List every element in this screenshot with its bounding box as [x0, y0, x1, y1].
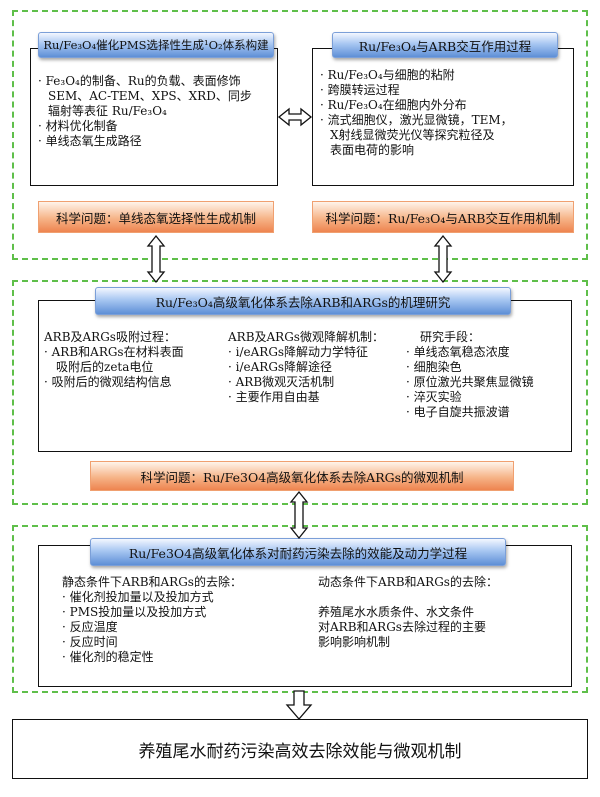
- section2-title: Ru/Fe₃O₄高级氧化体系去除ARB和ARGs的机理研究: [95, 287, 511, 315]
- col2-item-2: · i/eARGs降解途径: [228, 360, 333, 374]
- s3-left-item-5: · 催化剂的稳定性: [62, 650, 154, 664]
- final-title: 养殖尾水耐药污染高效去除效能与微观机制: [12, 719, 588, 779]
- s3-left-item-3: · 反应温度: [62, 620, 118, 634]
- col1-heading: ARB及ARGs吸附过程：: [44, 330, 176, 344]
- double-arrow-horizontal: [277, 107, 313, 127]
- section2-question: 科学问题：Ru/Fe3O4高级氧化体系去除ARGs的微观机制: [90, 461, 514, 491]
- section2-col2: ARB及ARGs微观降解机制： · i/eARGs降解动力学特征 · i/eAR…: [228, 330, 384, 405]
- right-item-3: · Ru/Fe₃O₄在细胞内外分布: [320, 98, 467, 112]
- section1-left-title: Ru/Fe₃O₄催化PMS选择性生成¹O₂体系构建: [38, 32, 274, 58]
- s3-left-heading: 静态条件下ARB和ARGs的去除：: [62, 575, 242, 589]
- left-item-3: 辐射等表征 Ru/Fe₃O₄: [48, 104, 167, 118]
- col2-item-4: · 主要作用自由基: [228, 390, 320, 404]
- s3-right-line-2: 对ARB和ARGs去除过程的主要: [318, 620, 486, 634]
- section3-box: [38, 545, 572, 687]
- left-item-4: · 材料优化制备: [38, 119, 118, 133]
- col3-item-1: · 单线态氧稳态浓度: [406, 345, 510, 359]
- s3-left-item-1: · 催化剂投加量以及投加方式: [62, 590, 214, 604]
- col1-item-3: · 吸附后的微观结构信息: [44, 375, 172, 389]
- col2-heading: ARB及ARGs微观降解机制：: [228, 330, 384, 344]
- right-item-2: · 跨膜转运过程: [320, 83, 400, 97]
- section2-box: [38, 300, 572, 452]
- down-arrow-final: [285, 690, 313, 720]
- s3-right-heading: 动态条件下ARB和ARGs的去除：: [318, 575, 498, 589]
- section3-left: 静态条件下ARB和ARGs的去除： · 催化剂投加量以及投加方式 · PMS投加…: [62, 575, 242, 665]
- section3-right: 动态条件下ARB和ARGs的去除： 养殖尾水水质条件、水文条件 对ARB和ARG…: [318, 575, 498, 650]
- s3-right-line-3: 影响影响机制: [318, 635, 391, 649]
- double-arrow-center-vertical: [289, 490, 309, 540]
- s3-left-item-4: · 反应时间: [62, 635, 118, 649]
- left-item-1: · Fe₃O₄的制备、Ru的负载、表面修饰: [38, 74, 241, 88]
- right-item-5: X射线显微荧光仪等探究粒径及: [330, 128, 495, 142]
- right-item-1: · Ru/Fe₃O₄与细胞的粘附: [320, 68, 455, 82]
- col1-item-2: 吸附后的zeta电位: [56, 360, 154, 374]
- section2-col3: 研究手段： · 单线态氧稳态浓度 · 细胞染色 · 原位激光共聚焦显微镜 · 淬…: [406, 330, 534, 420]
- left-item-5: · 单线态氧生成路径: [38, 134, 142, 148]
- col3-item-2: · 细胞染色: [406, 360, 462, 374]
- double-arrow-right-vertical: [433, 234, 453, 284]
- col3-item-5: · 电子自旋共振波谱: [406, 405, 510, 419]
- section1-left-question: 科学问题：单线态氧选择性生成机制: [38, 201, 274, 233]
- right-item-6: 表面电荷的影响: [330, 143, 415, 157]
- section1-right-question: 科学问题：Ru/Fe₃O₄与ARB交互作用机制: [312, 201, 574, 233]
- section2-col1: ARB及ARGs吸附过程： · ARB和ARGs在材料表面 吸附后的zeta电位…: [44, 330, 184, 390]
- col3-item-4: · 淬灭实验: [406, 390, 462, 404]
- double-arrow-left-vertical: [146, 234, 166, 284]
- col2-item-1: · i/eARGs降解动力学特征: [228, 345, 369, 359]
- s3-right-line-1: 养殖尾水水质条件、水文条件: [318, 605, 475, 619]
- section3-title: Ru/Fe3O4高级氧化体系对耐药污染去除的效能及动力学过程: [90, 538, 506, 566]
- col3-heading: 研究手段：: [420, 330, 481, 344]
- section1-left-items: · Fe₃O₄的制备、Ru的负载、表面修饰 SEM、AC-TEM、XPS、XRD…: [38, 74, 252, 149]
- section1-right-items: · Ru/Fe₃O₄与细胞的粘附 · 跨膜转运过程 · Ru/Fe₃O₄在细胞内…: [320, 68, 513, 158]
- right-item-4: · 流式细胞仪，激光显微镜，TEM，: [320, 113, 513, 127]
- s3-left-item-2: · PMS投加量以及投加方式: [62, 605, 207, 619]
- col3-item-3: · 原位激光共聚焦显微镜: [406, 375, 534, 389]
- col2-item-3: · ARB微观灭活机制: [228, 375, 335, 389]
- section1-right-title: Ru/Fe₃O₄与ARB交互作用过程: [332, 32, 558, 58]
- col1-item-1: · ARB和ARGs在材料表面: [44, 345, 184, 359]
- left-item-2: SEM、AC-TEM、XPS、XRD、同步: [48, 89, 252, 103]
- section1-frame: [12, 10, 588, 260]
